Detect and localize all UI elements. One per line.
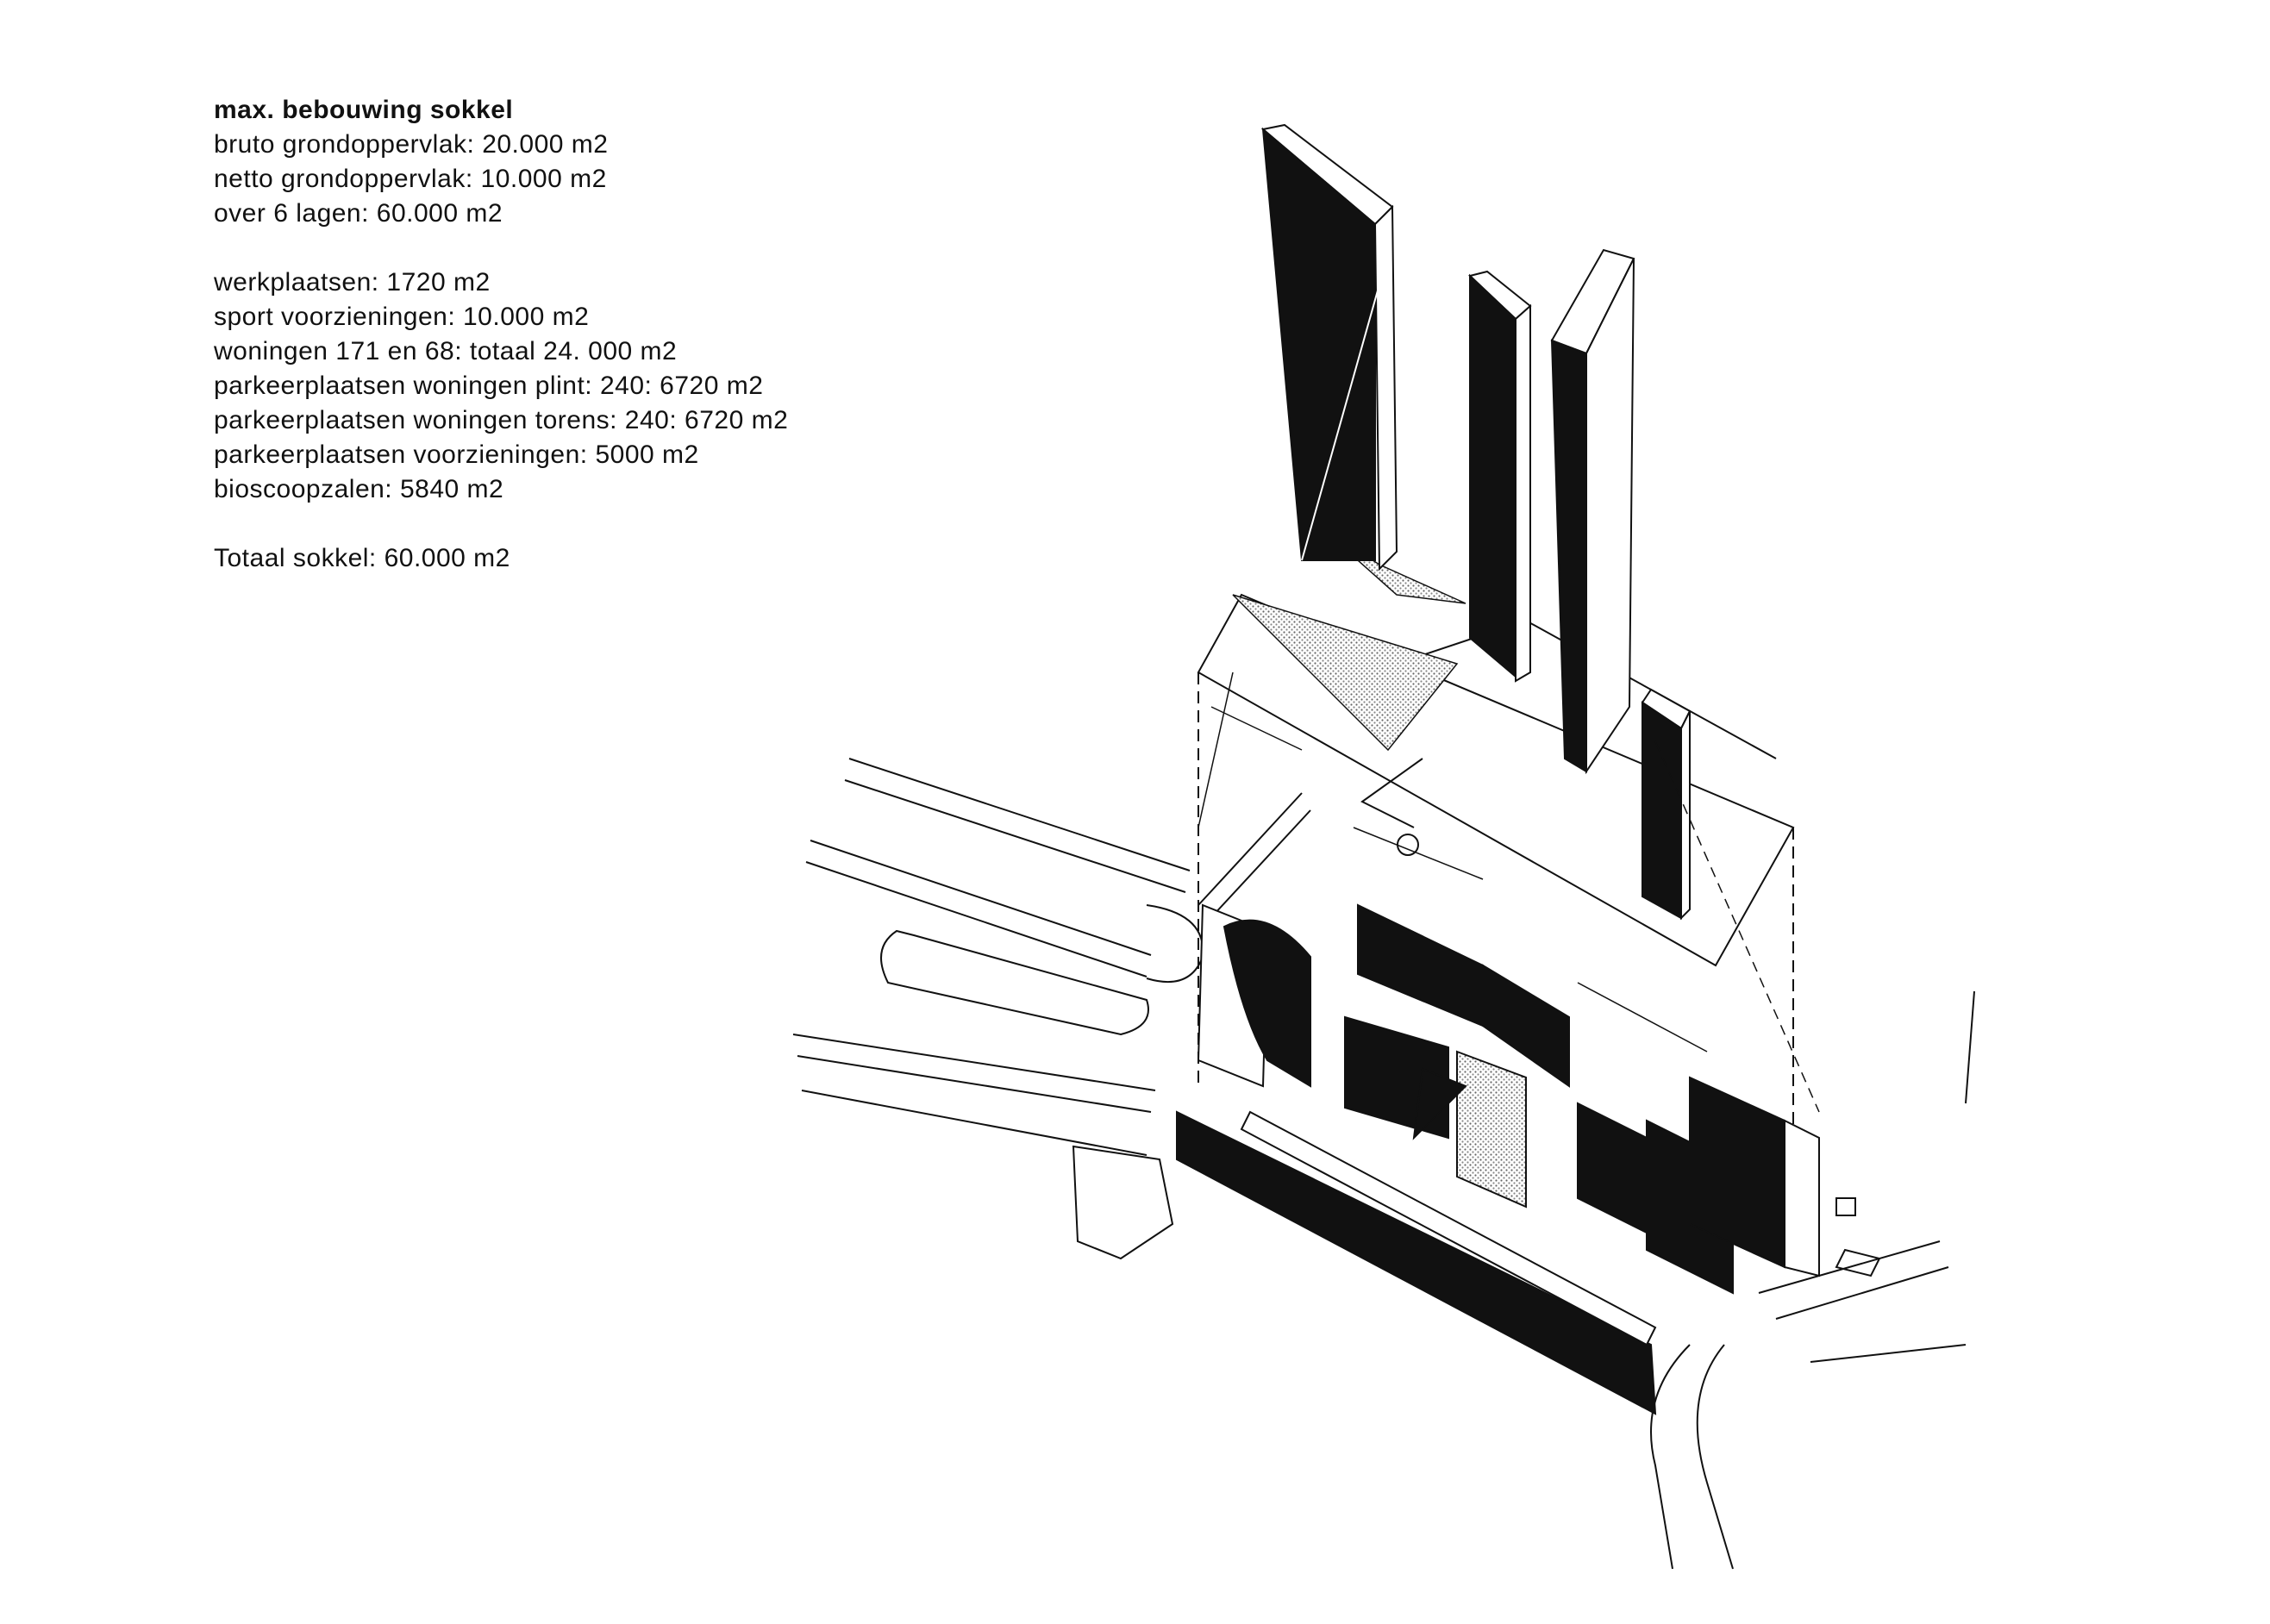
tower-4	[1641, 688, 1692, 921]
legend-line-woningen: woningen 171 en 68: totaal 24. 000 m2	[214, 337, 678, 365]
legend-line-parkeer-plint: parkeerplaatsen woningen plint: 240: 672…	[214, 372, 764, 400]
construction-lines	[1198, 671, 1820, 1113]
legend-line-lagen: over 6 lagen: 60.000 m2	[214, 199, 503, 228]
tower-1	[1260, 123, 1398, 572]
legend-line-sport: sport voorzieningen: 10.000 m2	[214, 303, 590, 331]
road-network-east	[1650, 990, 1975, 1570]
legend-line-netto: netto grondoppervlak: 10.000 m2	[214, 165, 607, 193]
area-legend: max. bebouwing sokkel bruto grondoppervl…	[214, 93, 904, 576]
legend-title: max. bebouwing sokkel	[214, 96, 514, 124]
hatched-plaza	[1232, 594, 1459, 752]
legend-line-parkeer-torens: parkeerplaatsen woningen torens: 240: 67…	[214, 406, 789, 434]
podium-block	[1176, 903, 1820, 1415]
legend-line-bruto: bruto grondoppervlak: 20.000 m2	[214, 130, 609, 159]
tower-2	[1467, 270, 1532, 683]
legend-line-werkplaatsen: werkplaatsen: 1720 m2	[214, 268, 491, 297]
legend-line-bioscoop: bioscoopzalen: 5840 m2	[214, 475, 504, 503]
road-network-west	[792, 758, 1311, 1260]
tower-3	[1550, 248, 1635, 775]
legend-total: Totaal sokkel: 60.000 m2	[214, 544, 510, 572]
legend-line-parkeer-voorzieningen: parkeerplaatsen voorzieningen: 5000 m2	[214, 440, 699, 469]
